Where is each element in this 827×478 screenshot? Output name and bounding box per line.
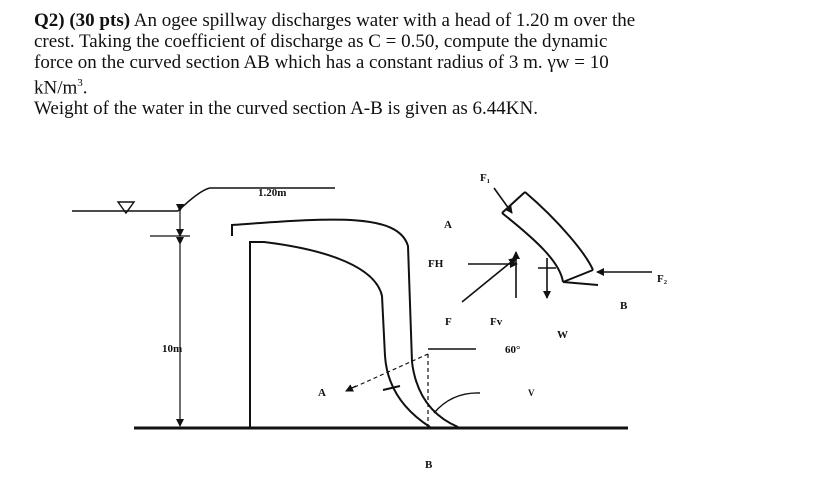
unit-exponent: 3 [77, 77, 83, 89]
unit-text: kN/m [34, 77, 78, 99]
question-line-3: force on the curved section AB which has… [34, 52, 609, 73]
point-a-bottom: A [318, 387, 326, 399]
question-line-4: kN/m3. [34, 73, 794, 98]
force-f1-label: F₁ [480, 172, 490, 184]
force-f-label: F [445, 316, 452, 328]
head-label: 1.20m [258, 187, 286, 199]
angle-label: 60° [505, 344, 520, 356]
point-b-bottom: B [425, 459, 433, 471]
force-fh-label: FH [428, 258, 444, 270]
force-f1-arrow [493, 187, 513, 214]
water-surface [72, 187, 335, 212]
unit-end: . [82, 77, 88, 99]
question-number: Q2) [34, 10, 65, 31]
force-f2-label: F₂ [657, 273, 668, 285]
spillway-profile [231, 218, 459, 428]
question-line-5: Weight of the water in the curved sectio… [34, 98, 538, 120]
point-b-fbd: B [620, 300, 628, 312]
head-dimension [150, 204, 190, 237]
v-label: V [528, 388, 535, 398]
water-level-icon [116, 201, 136, 215]
question-text: Q2) (30 pts) An ogee spillway discharges… [34, 10, 794, 119]
height-label: 10m [162, 343, 182, 355]
radius-lines [347, 353, 429, 428]
exit-angle-lines [428, 348, 481, 414]
force-fv-label: Fv [490, 316, 503, 328]
question-points: (30 pts) [69, 10, 131, 31]
question-line-1: Q2) (30 pts) An ogee spillway discharges… [34, 10, 794, 31]
weight-label: W [557, 329, 568, 341]
point-a-top: A [444, 219, 452, 231]
question-line-2: crest. Taking the coefficient of dischar… [34, 31, 608, 52]
force-f-arrow [461, 257, 517, 303]
radius-arrow [345, 384, 357, 392]
question-line-1-text: An ogee spillway discharges water with a… [133, 10, 636, 31]
